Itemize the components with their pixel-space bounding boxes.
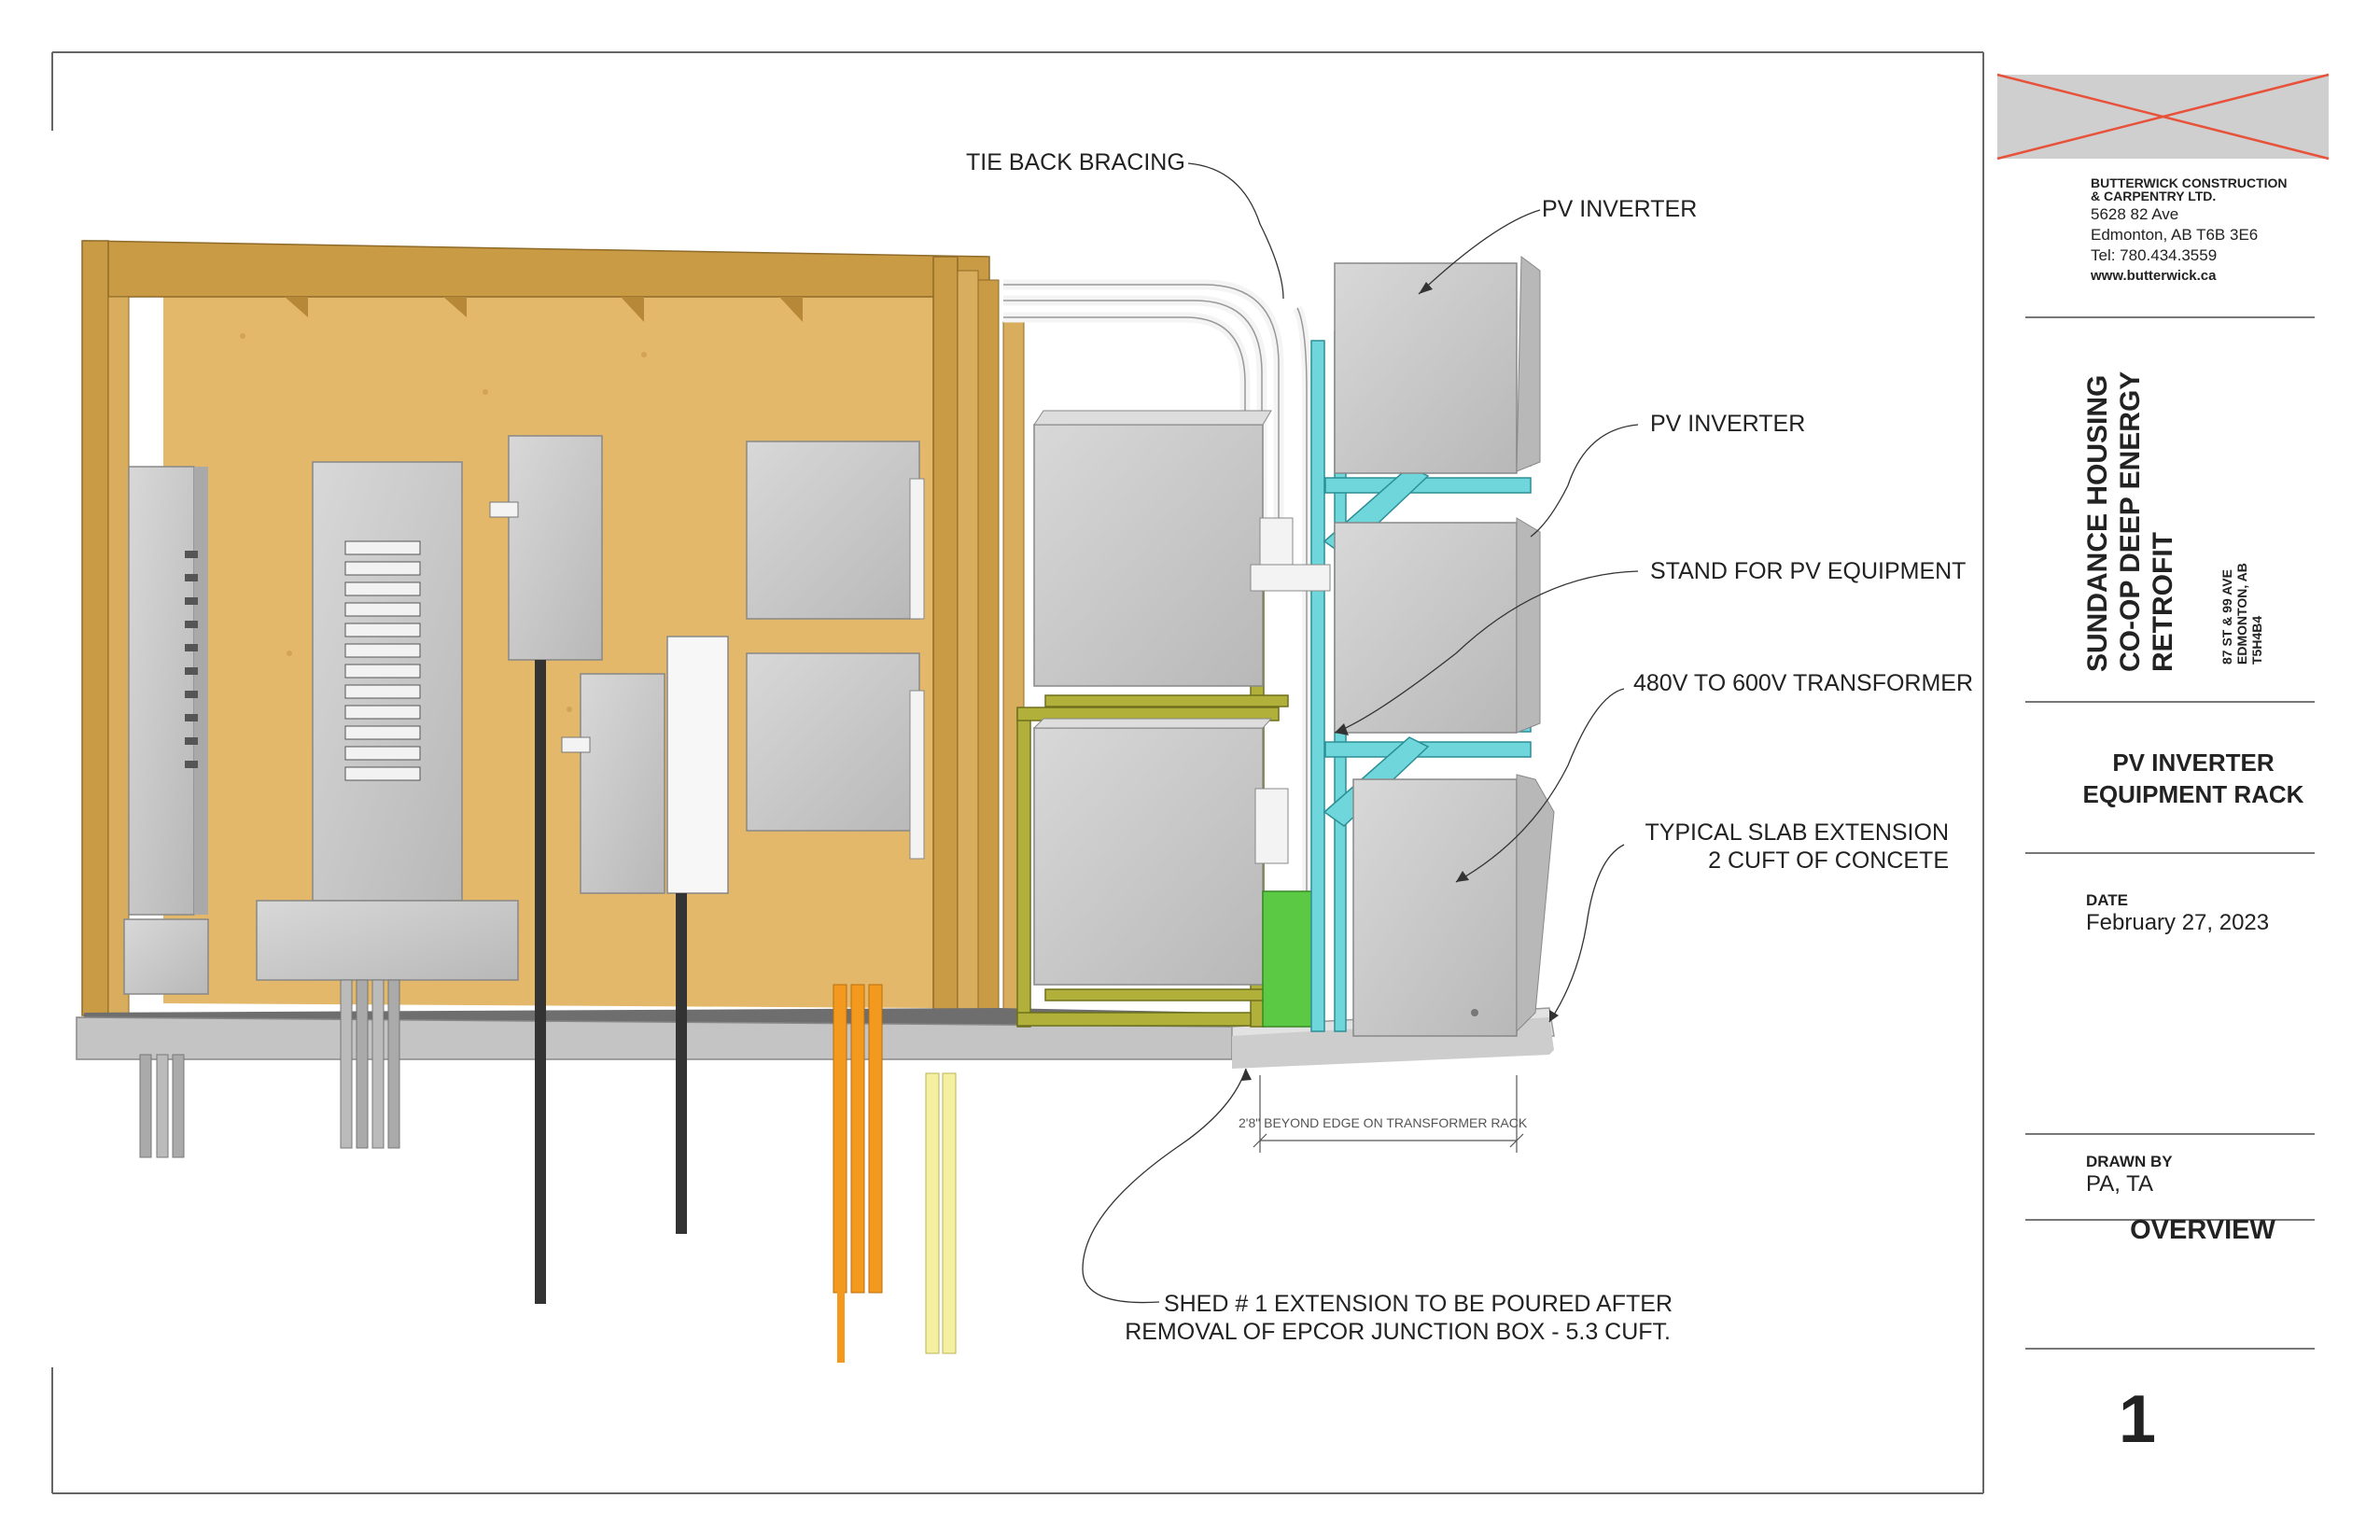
company-city: Edmonton, AB T6B 3E6: [2091, 226, 2259, 244]
company-info: BUTTERWICK CONSTRUCTION & CARPENTRY LTD.…: [2091, 175, 2288, 287]
shed: [76, 240, 1233, 1363]
project-title-line3: RETROFIT: [2148, 532, 2178, 672]
callout-slab-line2: 2 CUFT OF CONCETE: [1708, 847, 1949, 874]
underground-conduits: [139, 660, 957, 1363]
company-tel: Tel: 780.434.3559: [2091, 246, 2218, 264]
pv-rack: [1003, 256, 1555, 1069]
callout-transformer: 480V TO 600V TRANSFORMER: [1633, 670, 1973, 696]
date-block: DATE February 27, 2023: [2086, 891, 2269, 936]
leader-arrows: [1241, 282, 1559, 1081]
drawn-by-value: PA, TA: [2086, 1171, 2154, 1197]
project-address-line3: T5H4B4: [2249, 615, 2264, 665]
callout-stand: STAND FOR PV EQUIPMENT: [1650, 558, 1966, 584]
sheet-title: PV INVERTER EQUIPMENT RACK: [2025, 747, 2361, 810]
project-address: 87 ST & 99 AVE EDMONTON, AB T5H4B4: [2219, 478, 2264, 665]
project-address-line1: 87 ST & 99 AVE: [2219, 569, 2234, 665]
dimension-line: [1253, 1075, 1524, 1153]
company-street: 5628 82 Ave: [2091, 205, 2179, 223]
callout-shed-line2: REMOVAL OF EPCOR JUNCTION BOX - 5.3 CUFT…: [1125, 1319, 1671, 1345]
company-name-line2: & CARPENTRY LTD.: [2091, 189, 2217, 203]
drawn-by-label: DRAWN BY: [2086, 1153, 2173, 1170]
callout-pv-inverter-middle: PV INVERTER: [1650, 411, 1805, 437]
sheet-number: 1: [2118, 1382, 2157, 1457]
callout-slab-line1: TYPICAL SLAB EXTENSION: [1645, 819, 1949, 846]
callout-pv-inverter-top: PV INVERTER: [1542, 196, 1697, 222]
leaders: [1082, 162, 1639, 1304]
sheet-border: [51, 51, 1984, 1494]
logo-placeholder: [1996, 73, 2330, 161]
project-title-line1: SUNDANCE HOUSING: [2082, 374, 2113, 672]
company-web: www.butterwick.ca: [2091, 268, 2217, 284]
sheet-title-line1: PV INVERTER: [2112, 749, 2275, 777]
sheet-title-line2: EQUIPMENT RACK: [2082, 780, 2304, 808]
company-name-line1: BUTTERWICK CONSTRUCTION: [2091, 175, 2288, 190]
callout-tie-back-bracing: TIE BACK BRACING: [966, 149, 1185, 175]
date-value: February 27, 2023: [2086, 910, 2270, 935]
dimension-text: 2'8" BEYOND EDGE ON TRANSFORMER RACK: [1239, 1115, 1528, 1130]
title-block-dividers: [2025, 316, 2315, 1350]
drawn-by-block: DRAWN BY PA, TA: [2086, 1153, 2173, 1197]
project-title-line2: CO-OP DEEP ENERGY: [2115, 371, 2146, 672]
date-label: DATE: [2086, 891, 2129, 909]
project-title: SUNDANCE HOUSING CO-OP DEEP ENERGY RETRO…: [2081, 299, 2179, 672]
project-address-line2: EDMONTON, AB: [2234, 563, 2249, 665]
view-name: OVERVIEW: [2130, 1215, 2275, 1245]
callout-shed-line1: SHED # 1 EXTENSION TO BE POURED AFTER: [1164, 1291, 1673, 1317]
